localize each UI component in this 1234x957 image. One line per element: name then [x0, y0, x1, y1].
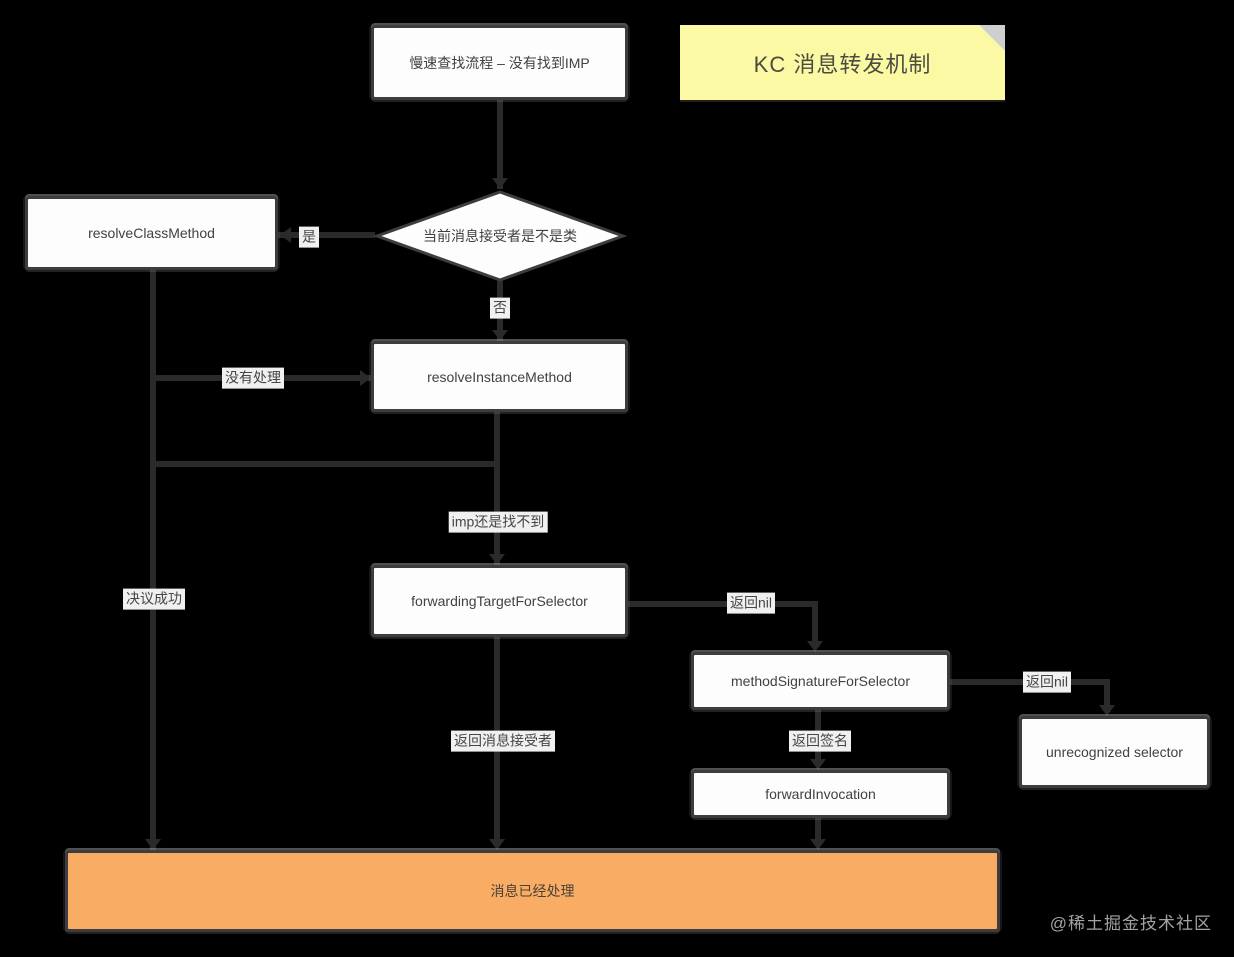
arrowhead-into-resolve-class	[280, 227, 291, 243]
node-receiver-is-class-decision: 当前消息接受者是不是类	[372, 189, 628, 283]
edge-label-no: 否	[490, 297, 510, 319]
diamond-label: 当前消息接受者是不是类	[423, 228, 577, 244]
edge-label-yes: 是	[299, 226, 319, 248]
edge-label-return-signature: 返回签名	[789, 730, 851, 752]
arrowhead-into-forwarding-target	[489, 554, 505, 565]
arrowhead-not-handled	[360, 370, 371, 386]
edge-left-main	[150, 270, 156, 850]
arrowhead-into-handled-mid	[489, 839, 505, 850]
note-fold-corner-icon	[979, 25, 1005, 51]
arrowhead-into-handled-right	[810, 839, 826, 850]
node-method-signature-for-selector: methodSignatureForSelector	[691, 652, 950, 710]
node-forward-invocation: forwardInvocation	[691, 770, 950, 818]
edge-instance-merge	[156, 461, 497, 467]
arrowhead-into-resolve-instance	[492, 330, 508, 341]
node-message-handled: 消息已经处理	[65, 850, 1000, 932]
arrowhead-into-forward-invocation	[810, 759, 826, 770]
watermark: @稀土掘金技术社区	[1049, 914, 1212, 933]
diamond-shape	[372, 190, 628, 282]
edge-label-return-receiver: 返回消息接受者	[451, 730, 555, 752]
arrowhead-into-unrecognized	[1099, 705, 1115, 716]
edge-return-nil-2-v	[1104, 679, 1110, 711]
edge-label-not-handled: 没有处理	[222, 367, 284, 389]
arrowhead-into-handled-left	[145, 839, 161, 850]
edge-label-imp-not-found: imp还是找不到	[448, 511, 548, 533]
edge-yes	[278, 232, 375, 238]
edge-invocation-to-handled	[815, 818, 821, 846]
node-resolve-instance-method: resolveInstanceMethod	[371, 341, 628, 412]
edge-return-nil-1-v	[812, 601, 818, 646]
edge-label-return-nil-2: 返回nil	[1022, 671, 1072, 693]
node-resolve-class-method: resolveClassMethod	[25, 196, 278, 270]
title-note: KC 消息转发机制	[680, 25, 1005, 100]
arrowhead-into-diamond	[492, 178, 508, 189]
arrowhead-into-method-signature	[807, 641, 823, 652]
edge-label-return-nil-1: 返回nil	[726, 592, 776, 614]
node-slow-lookup: 慢速查找流程 – 没有找到IMP	[371, 25, 628, 100]
edge-return-nil-1-h	[628, 601, 818, 607]
title-note-label: KC 消息转发机制	[753, 51, 932, 77]
node-forwarding-target-for-selector: forwardingTargetForSelector	[371, 565, 628, 637]
edge-label-resolution-success: 决议成功	[123, 588, 185, 610]
node-unrecognized-selector: unrecognized selector	[1019, 716, 1210, 788]
edge-top-to-diamond	[497, 100, 503, 189]
edge-instance-down	[494, 412, 500, 565]
